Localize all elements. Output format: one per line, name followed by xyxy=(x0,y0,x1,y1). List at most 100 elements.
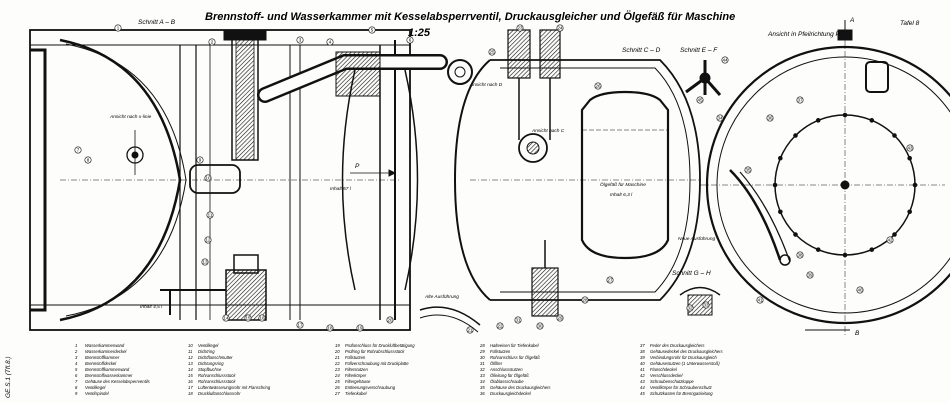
callout-number: 44 xyxy=(722,58,728,63)
callout-bubble xyxy=(906,144,914,152)
bolt-hole xyxy=(907,209,912,215)
callout-bubble xyxy=(222,314,230,322)
callout-number: 19 xyxy=(357,326,363,331)
callout-number: 34 xyxy=(717,116,723,121)
legend-number: 2 xyxy=(74,349,78,354)
legend-text: Wasserkammerwand xyxy=(85,343,125,348)
callout-number: 23 xyxy=(517,26,523,31)
callout-bubble xyxy=(244,314,252,322)
callout-bubble xyxy=(796,96,804,104)
callout-bubble xyxy=(556,314,564,322)
legend-text: Ventilkegel xyxy=(198,343,219,348)
section-label-g-h: Schnitt G – H xyxy=(672,270,711,277)
callout-bubble xyxy=(356,324,364,332)
callout-number: 10 xyxy=(205,176,211,181)
callout-number: 28 xyxy=(582,298,588,303)
legend-text: Ölablassschraube xyxy=(490,379,524,384)
legend-number: 10 xyxy=(188,343,193,348)
legend-number: 42 xyxy=(640,373,645,378)
callout-number: 3 xyxy=(299,38,302,43)
callout-bubble xyxy=(208,38,216,46)
callout-bubble xyxy=(686,304,694,312)
legend-text: Entleerungsverschraubung xyxy=(345,385,396,390)
callout-number: 24 xyxy=(557,26,563,31)
callout-bubble xyxy=(296,321,304,329)
callout-bubble xyxy=(766,114,774,122)
callout-number: 11 xyxy=(208,213,213,218)
legend-text: Brennstoffwasserkammer xyxy=(85,373,133,378)
legend-number: 3 xyxy=(75,355,78,360)
callout-number: 18 xyxy=(327,326,333,331)
legend-text: Prüfring für Rohrabschlussstück xyxy=(345,349,405,354)
callout-bubble xyxy=(536,322,544,330)
bolt-hole xyxy=(815,118,821,123)
legend-number: 18 xyxy=(188,391,193,396)
callout-number: 8 xyxy=(87,158,90,163)
legend-text: Ventilkegel xyxy=(85,385,106,390)
callout-number: 31 xyxy=(515,318,521,323)
callout-bubble xyxy=(806,271,814,279)
callout-bubble xyxy=(466,326,474,334)
label-content-57: Inhalt 57 l xyxy=(330,186,352,192)
callout-bubble xyxy=(258,314,266,322)
callout-bubble xyxy=(296,36,304,44)
legend-number: 14 xyxy=(188,367,193,372)
drawing-scale: 1:25 xyxy=(408,27,431,39)
legend-number: 38 xyxy=(640,349,645,354)
legend-number: 7 xyxy=(75,379,78,384)
legend-number: 39 xyxy=(640,355,645,360)
section-a-b xyxy=(29,29,481,333)
callout-number: 33 xyxy=(703,303,709,308)
callout-number: 4 xyxy=(329,40,332,45)
legend-number: 20 xyxy=(334,349,340,354)
legend-number: 9 xyxy=(75,391,78,396)
callout-bubble xyxy=(514,316,522,324)
mark-a: A xyxy=(849,17,854,24)
callout-bubble xyxy=(386,316,394,324)
legend-number: 11 xyxy=(188,349,192,354)
legend-text: Tiefenkabel xyxy=(345,391,368,396)
callout-number: 27 xyxy=(607,278,613,283)
legend-text: Wasserkammerdeckel xyxy=(85,349,127,354)
callout-number: 22 xyxy=(497,324,503,329)
callout-bubble xyxy=(206,211,214,219)
bolt-hole xyxy=(815,247,821,252)
plate-number: Tafel 8 xyxy=(900,20,920,27)
bolt-hole xyxy=(778,209,783,215)
legend-text: Füllstutzen xyxy=(345,355,366,360)
callout-number: 7 xyxy=(77,148,80,153)
legend-text: Brennstoffdeckel xyxy=(85,361,117,366)
callout-bubble xyxy=(204,174,212,182)
legend-text: Gehäuse des Kesselabsperrventils xyxy=(85,379,151,384)
callout-number: 38 xyxy=(797,253,803,258)
label-oil-vessel: Ölgefäß für Maschine xyxy=(600,181,646,188)
legend-number: 44 xyxy=(640,385,645,390)
legend-text: Anschlussstutzen xyxy=(489,367,523,372)
callout-bubble xyxy=(796,251,804,259)
bolt-circle xyxy=(772,112,918,258)
drawing-title: Brennstoff- und Wasserkammer mit Kessela… xyxy=(205,10,735,23)
callout-bubble xyxy=(326,38,334,46)
bolt-hole xyxy=(793,232,798,237)
bolt-hole xyxy=(778,155,783,161)
callout-bubble xyxy=(744,166,752,174)
legend-number: 15 xyxy=(188,373,193,378)
view-arrow-p xyxy=(700,20,950,335)
callout-number: 30 xyxy=(537,324,543,329)
callout-number: 1 xyxy=(117,26,120,31)
label-view-d: Ansicht nach D xyxy=(469,82,503,88)
callout-number: 25 xyxy=(489,50,495,55)
callout-bubble xyxy=(368,26,376,34)
legend-text: Stopfbuchse xyxy=(198,367,222,372)
legend-number: 19 xyxy=(335,343,340,348)
legend-number: 17 xyxy=(188,385,193,390)
legend-text: Gehäuse des Druckausgleichers xyxy=(490,385,551,390)
legend-number: 25 xyxy=(334,379,340,384)
legend-text: Brennstoffkammerwand xyxy=(85,367,130,372)
legend-number: 1 xyxy=(75,343,77,348)
callout-number: 6 xyxy=(409,38,412,43)
callout-number: 40 xyxy=(857,288,863,293)
legend-text: Verschlussdeckel xyxy=(650,373,683,378)
